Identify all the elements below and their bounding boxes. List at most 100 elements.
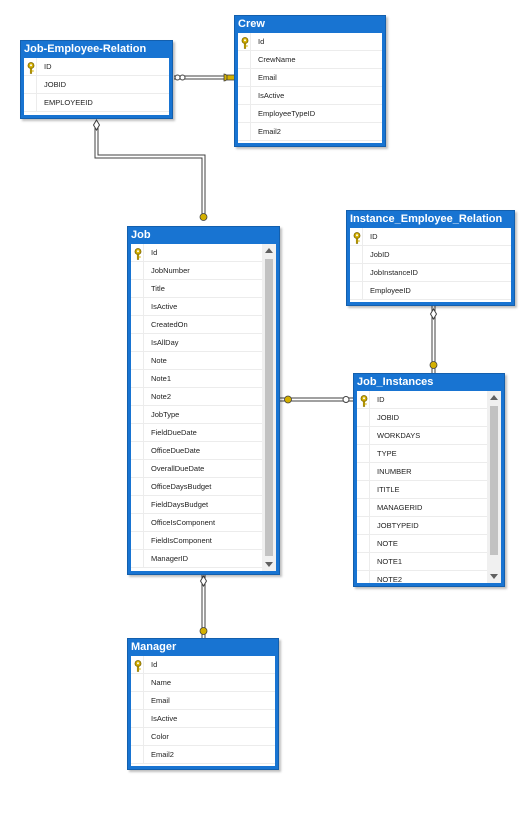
row-gutter bbox=[357, 499, 370, 517]
column-name: ITITLE bbox=[377, 485, 400, 494]
table-row[interactable]: Email2 bbox=[131, 746, 275, 764]
table-row[interactable]: IsActive bbox=[131, 298, 262, 316]
relationship-jer-job[interactable] bbox=[92, 119, 208, 221]
table-row[interactable]: ManagerID bbox=[131, 550, 262, 568]
row-gutter bbox=[357, 427, 370, 445]
table-row[interactable]: ID bbox=[24, 58, 169, 76]
column-name: IsActive bbox=[151, 302, 178, 311]
scroll-down-icon[interactable] bbox=[265, 562, 273, 567]
scroll-thumb[interactable] bbox=[265, 259, 273, 556]
row-gutter bbox=[131, 692, 144, 710]
scroll-up-icon[interactable] bbox=[490, 395, 498, 400]
table-row[interactable]: Id bbox=[131, 656, 275, 674]
table-row[interactable]: WORKDAYS bbox=[357, 427, 487, 445]
table-row[interactable]: EmployeeID bbox=[350, 282, 511, 300]
column-name: IsActive bbox=[258, 91, 285, 100]
scroll-thumb[interactable] bbox=[490, 406, 498, 555]
row-gutter bbox=[24, 76, 37, 94]
row-gutter bbox=[131, 460, 144, 478]
column-name: JobType bbox=[151, 410, 180, 419]
column-name: FieldDaysBudget bbox=[151, 500, 209, 509]
table-row[interactable]: EmployeeTypeID bbox=[238, 105, 382, 123]
table-row[interactable]: Id bbox=[238, 33, 382, 51]
scroll-up-icon[interactable] bbox=[265, 248, 273, 253]
table-row[interactable]: IsActive bbox=[131, 710, 275, 728]
column-name: FieldDueDate bbox=[151, 428, 197, 437]
table-row[interactable]: FieldDueDate bbox=[131, 424, 262, 442]
table-row[interactable]: Note2 bbox=[131, 388, 262, 406]
column-name: TYPE bbox=[377, 449, 397, 458]
column-name: OfficeIsComponent bbox=[151, 518, 216, 527]
table-row[interactable]: JobNumber bbox=[131, 262, 262, 280]
primary-key-icon bbox=[353, 231, 361, 244]
column-name: Email2 bbox=[258, 127, 281, 136]
table-row[interactable]: Note1 bbox=[131, 370, 262, 388]
table-row[interactable]: OverallDueDate bbox=[131, 460, 262, 478]
table-row[interactable]: CrewName bbox=[238, 51, 382, 69]
table-row[interactable]: Name bbox=[131, 674, 275, 692]
table-row[interactable]: Email bbox=[131, 692, 275, 710]
table-row[interactable]: EMPLOYEEID bbox=[24, 94, 169, 112]
relationship-job-manager[interactable] bbox=[199, 575, 208, 638]
column-name: Title bbox=[151, 284, 165, 293]
table-row[interactable]: JOBTYPEID bbox=[357, 517, 487, 535]
table-row[interactable]: NOTE bbox=[357, 535, 487, 553]
table-row[interactable]: JOBID bbox=[24, 76, 169, 94]
table-row[interactable]: JobInstanceID bbox=[350, 264, 511, 282]
row-gutter bbox=[350, 264, 363, 282]
table-row[interactable]: FieldDaysBudget bbox=[131, 496, 262, 514]
table-row[interactable]: Note bbox=[131, 352, 262, 370]
table-row[interactable]: Color bbox=[131, 728, 275, 746]
table-row[interactable]: NOTE1 bbox=[357, 553, 487, 571]
vertical-scrollbar[interactable] bbox=[262, 244, 276, 571]
column-name: NOTE bbox=[377, 539, 398, 548]
column-name: EmployeeTypeID bbox=[258, 109, 316, 118]
column-name: CrewName bbox=[258, 55, 296, 64]
table-row[interactable]: JobID bbox=[350, 246, 511, 264]
column-name: ID bbox=[44, 62, 52, 71]
table-row[interactable]: MANAGERID bbox=[357, 499, 487, 517]
table-row[interactable]: OfficeDaysBudget bbox=[131, 478, 262, 496]
table-row[interactable]: IsActive bbox=[238, 87, 382, 105]
vertical-scrollbar[interactable] bbox=[487, 391, 501, 583]
table-row[interactable]: ITITLE bbox=[357, 481, 487, 499]
table-row[interactable]: Id bbox=[131, 244, 262, 262]
row-gutter bbox=[131, 746, 144, 764]
table-row[interactable]: Email bbox=[238, 69, 382, 87]
table-row[interactable]: ID bbox=[357, 391, 487, 409]
row-gutter bbox=[131, 478, 144, 496]
table-row[interactable]: OfficeIsComponent bbox=[131, 514, 262, 532]
row-gutter bbox=[131, 406, 144, 424]
table-row[interactable]: Email2 bbox=[238, 123, 382, 141]
column-name: Email bbox=[258, 73, 277, 82]
row-gutter bbox=[238, 33, 251, 51]
table-row[interactable]: INUMBER bbox=[357, 463, 487, 481]
column-name: Name bbox=[151, 678, 172, 687]
table-row[interactable]: IsAllDay bbox=[131, 334, 262, 352]
table-row[interactable]: FieldIsComponent bbox=[131, 532, 262, 550]
table-title: Job bbox=[131, 229, 151, 241]
table-row[interactable]: Title bbox=[131, 280, 262, 298]
table-row[interactable]: JobType bbox=[131, 406, 262, 424]
table-row[interactable]: JOBID bbox=[357, 409, 487, 427]
row-gutter bbox=[131, 710, 144, 728]
table-row[interactable]: CreatedOn bbox=[131, 316, 262, 334]
scroll-down-icon[interactable] bbox=[490, 574, 498, 579]
column-name: IsActive bbox=[151, 714, 178, 723]
table-row[interactable]: NOTE2 bbox=[357, 571, 487, 583]
relationship-ier-jobinstances[interactable] bbox=[429, 305, 438, 373]
table-row[interactable]: TYPE bbox=[357, 445, 487, 463]
relationship-jer-crew[interactable] bbox=[174, 73, 236, 82]
table-row[interactable]: ID bbox=[350, 228, 511, 246]
relationship-jobinstances-job[interactable] bbox=[280, 395, 354, 404]
table-row[interactable]: OfficeDueDate bbox=[131, 442, 262, 460]
